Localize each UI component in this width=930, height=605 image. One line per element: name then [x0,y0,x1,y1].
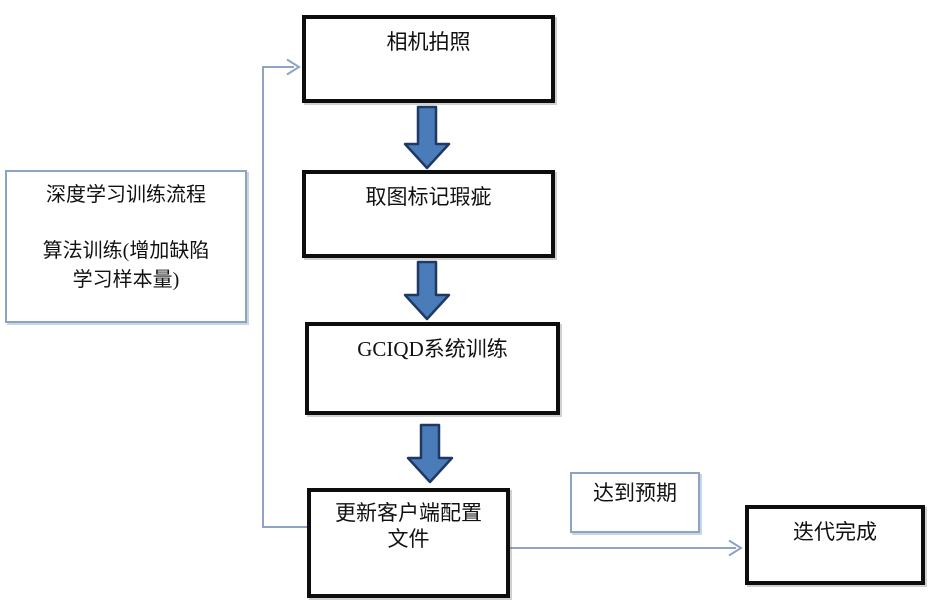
side-note-blank-line [7,210,245,237]
feedback-loop-arrow [262,58,307,528]
flow-box-camera-label: 相机拍照 [386,30,471,54]
flow-box-camera: 相机拍照 [302,15,555,103]
output-arrow [510,539,743,557]
condition-label: 达到预期 [593,481,677,505]
flow-box-iteration-done-label: 迭代完成 [793,520,877,544]
block-arrow-down-1 [403,105,451,170]
flow-box-gciqd-training-label: GCIQD系统训练 [357,337,508,361]
side-note-line2: 算法训练(增加缺陷 [42,240,210,262]
condition-label-box: 达到预期 [570,472,700,533]
flow-box-mark-defects-label: 取图标记瑕疵 [365,185,492,209]
flow-box-mark-defects: 取图标记瑕疵 [302,170,555,258]
flow-box-update-config: 更新客户端配置 文件 [307,488,510,598]
flow-box-iteration-done: 迭代完成 [745,505,925,585]
side-note-line1: 深度学习训练流程 [46,184,206,206]
block-arrow-down-2 [403,260,451,321]
block-arrow-down-3 [406,423,454,484]
flow-box-update-config-label-line2: 文件 [387,527,430,551]
flow-box-gciqd-training: GCIQD系统训练 [305,322,560,415]
side-note-line3: 学习样本量) [72,269,180,291]
side-note-box: 深度学习训练流程 算法训练(增加缺陷 学习样本量) [5,170,247,323]
flow-box-update-config-label-line1: 更新客户端配置 [335,501,482,525]
